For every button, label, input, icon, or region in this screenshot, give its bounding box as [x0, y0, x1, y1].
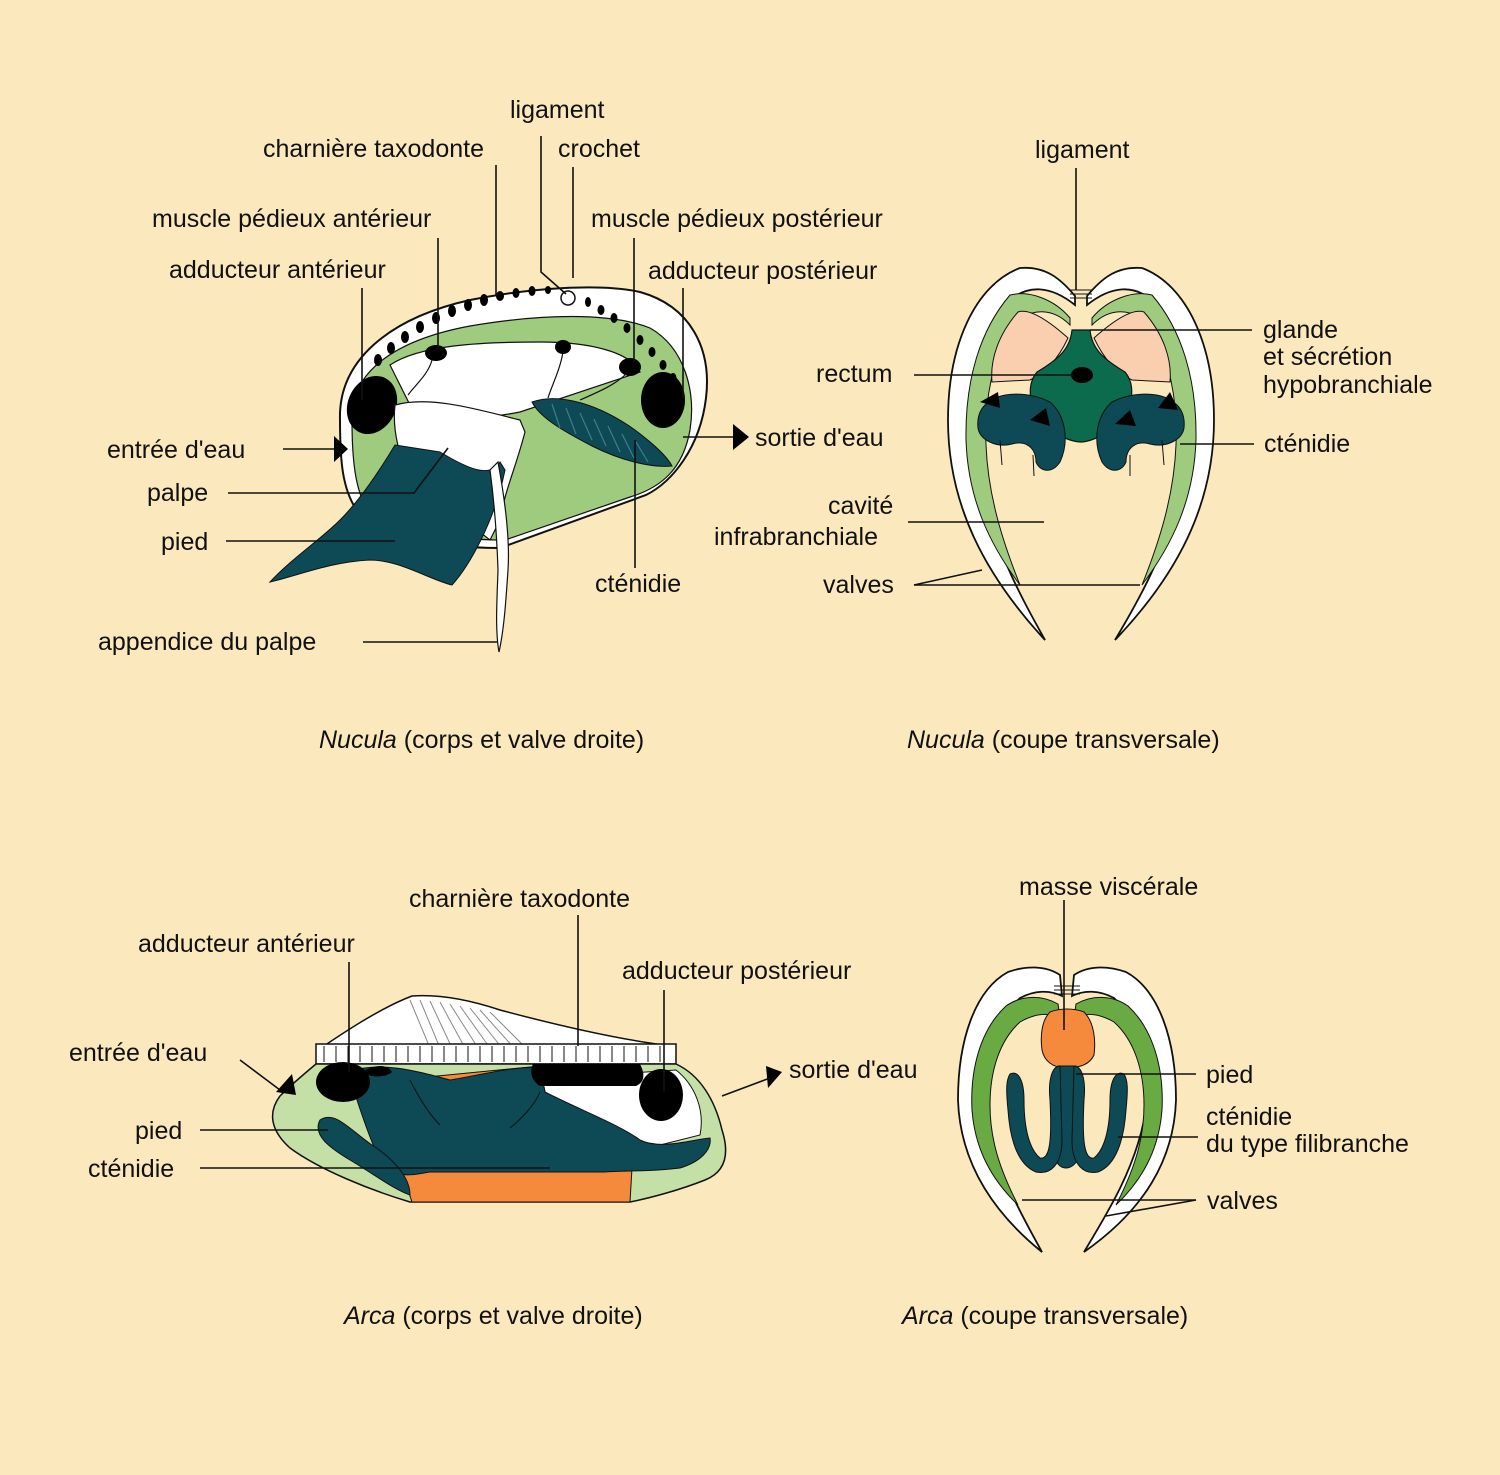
label-appendice: appendice du palpe: [98, 628, 316, 656]
arca-hinge-muscle: [531, 1064, 644, 1086]
label-arca-pied: pied: [135, 1117, 182, 1145]
arca-right-ctenidium: [1071, 1065, 1128, 1174]
arca-visceral-mass: [1040, 1008, 1096, 1069]
arca-body-panel: charnière taxodonte adducteur antérieur …: [69, 885, 917, 1330]
label-glande-3: hypobranchiale: [1263, 371, 1433, 399]
label-adducteur-posterieur: adducteur postérieur: [648, 257, 877, 285]
caption-arca-section-genus: Arca: [900, 1302, 954, 1330]
label-arca-sortie-eau: sortie d'eau: [789, 1056, 917, 1084]
arca-hinge-striations: [409, 999, 527, 1049]
arca-body-contours: [409, 1079, 541, 1129]
nucula-section-ligament: [1070, 289, 1092, 299]
arca-inflow-arrow: [276, 1074, 296, 1095]
label-glande-2: et sécrétion: [1263, 343, 1392, 371]
arca-anterior-adductor: [316, 1062, 370, 1102]
label-arca-charniere: charnière taxodonte: [409, 885, 630, 913]
nucula-right-ctenidium: [1096, 393, 1185, 471]
arca-outflow-arrow: [766, 1066, 782, 1088]
arca-hinge-teeth: [323, 1046, 661, 1062]
label-section-ctenidie: cténidie: [1264, 430, 1350, 458]
label-arca-ctenidie-1: cténidie: [1206, 1103, 1292, 1131]
caption-nucula-section: Nucula (coupe transversale): [907, 726, 1220, 754]
label-ctenidie: cténidie: [595, 570, 681, 598]
caption-arca-section: Arca (coupe transversale): [900, 1302, 1188, 1330]
label-pied: pied: [161, 528, 208, 556]
label-masse-viscerale: masse viscérale: [1019, 873, 1198, 901]
label-valves: valves: [823, 571, 894, 599]
label-sortie-eau: sortie d'eau: [755, 424, 883, 452]
nucula-section-panel: ligament glande et sécrétion hypobranchi…: [714, 136, 1433, 754]
label-arca-adducteur-posterieur: adducteur postérieur: [622, 957, 851, 985]
caption-arca-section-desc: (coupe transversale): [953, 1302, 1188, 1330]
label-glande-1: glande: [1263, 316, 1338, 344]
label-arca-ctenidie-2: du type filibranche: [1206, 1130, 1409, 1158]
label-cavite-1: cavité: [828, 492, 893, 520]
label-muscle-pedieux-posterieur: muscle pédieux postérieur: [591, 205, 883, 233]
caption-nucula-body: Nucula (corps et valve droite): [319, 726, 644, 754]
label-arca-valves: valves: [1207, 1187, 1278, 1215]
current-arrow-4: [1158, 392, 1178, 410]
arca-hinge-plate: [315, 1043, 677, 1065]
arca-foot: [317, 1116, 411, 1196]
nucula-section-drawing: [947, 266, 1215, 641]
label-muscle-pedieux-anterieur: muscle pédieux antérieur: [152, 205, 431, 233]
label-section-ligament: ligament: [1035, 136, 1130, 164]
nucula-body-drawing: [268, 286, 749, 653]
caption-nucula-body-desc: (corps et valve droite): [397, 726, 644, 754]
current-arrow-2: [1030, 408, 1050, 426]
arca-section-ligament: [1054, 985, 1080, 995]
ligament-pit: [560, 290, 576, 306]
arca-posterior-adductor: [639, 1069, 683, 1121]
inflow-arrow: [334, 436, 348, 462]
nucula-section-leaders: [908, 168, 1254, 586]
caption-arca-body: Arca (corps et valve droite): [342, 1302, 643, 1330]
caption-nucula-section-desc: (coupe transversale): [985, 726, 1220, 754]
label-crochet: crochet: [558, 135, 640, 163]
nucula-foot: [268, 444, 506, 586]
caption-nucula-section-genus: Nucula: [907, 726, 985, 754]
arca-section-drawing: [957, 966, 1177, 1253]
nucula-posterior-adductor: [641, 372, 685, 428]
nucula-posterior-pedal-muscle: [619, 358, 641, 376]
nucula-ctenidium: [531, 398, 673, 467]
arca-accessory-muscle: [362, 1066, 392, 1077]
caption-arca-body-desc: (corps et valve droite): [395, 1302, 642, 1330]
caption-nucula-body-genus: Nucula: [319, 726, 397, 754]
arca-left-mantle: [971, 997, 1061, 1206]
hinge-teeth: [374, 286, 677, 383]
caption-arca-body-genus: Arca: [342, 1302, 396, 1330]
label-rectum: rectum: [816, 360, 892, 388]
outflow-arrow: [733, 424, 749, 450]
nucula-anterior-adductor: [346, 375, 398, 435]
nucula-left-ctenidium: [977, 393, 1066, 471]
label-arca-adducteur-anterieur: adducteur antérieur: [138, 930, 355, 958]
label-cavite-2: infrabranchiale: [714, 523, 878, 551]
label-adducteur-anterieur: adducteur antérieur: [169, 256, 386, 284]
label-palpe: palpe: [147, 479, 208, 507]
nucula-middle-pedal-muscle: [555, 340, 571, 354]
nucula-body-leaders: [226, 136, 733, 643]
label-arca-entree-eau: entrée d'eau: [69, 1039, 207, 1067]
arca-section-leaders: [1022, 900, 1198, 1217]
pedal-retractor-strands: [407, 351, 627, 401]
label-entree-eau: entrée d'eau: [107, 436, 245, 464]
nucula-body-panel: ligament charnière taxodonte crochet mus…: [98, 96, 883, 754]
ctenidium-lamellae: [551, 403, 649, 463]
label-arca-ctenidie: cténidie: [88, 1155, 174, 1183]
arca-body-leaders: [200, 915, 771, 1169]
label-arca-section-pied: pied: [1206, 1061, 1253, 1089]
arca-left-ctenidium: [1006, 1065, 1063, 1174]
rectum: [1071, 367, 1093, 383]
arca-section-panel: masse viscérale pied cténidie du type fi…: [900, 873, 1409, 1330]
ctenidium-axis-lines: [999, 439, 1165, 477]
label-ligament: ligament: [510, 96, 605, 124]
current-arrow-1: [980, 392, 1000, 408]
palp-appendix: [489, 460, 510, 653]
current-arrow-3: [1115, 410, 1136, 426]
label-charniere: charnière taxodonte: [263, 135, 484, 163]
nucula-anterior-pedal-muscle: [425, 345, 447, 361]
arca-right-mantle: [1073, 997, 1163, 1206]
